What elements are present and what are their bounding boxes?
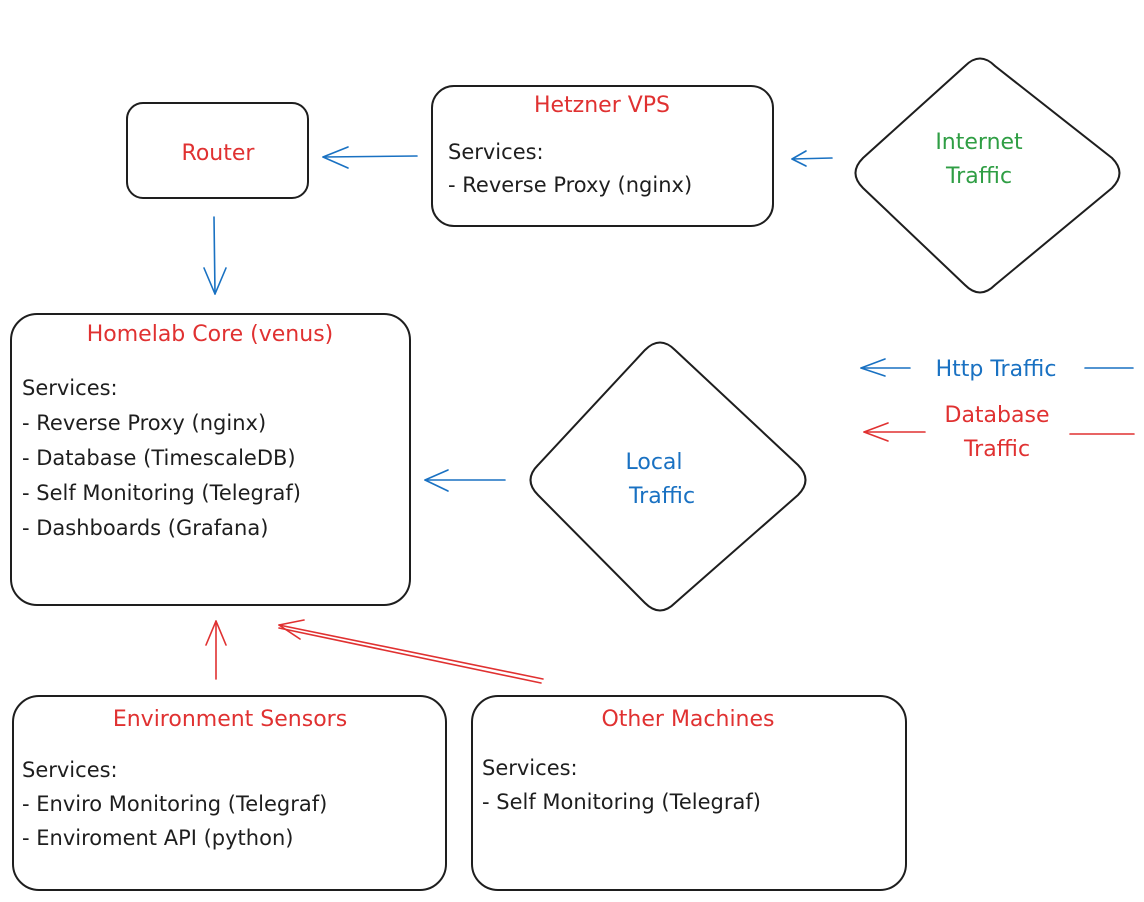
hetzner-box <box>431 85 774 227</box>
homelab-box <box>10 313 411 606</box>
arrow-internet-to-hetzner <box>791 150 833 167</box>
legend-database: Database Traffic <box>863 403 1135 462</box>
arrow-head-icon <box>205 620 227 646</box>
arrow-shaft-double <box>278 627 542 684</box>
env-sensors-line: - Enviro Monitoring (Telegraf) <box>22 792 327 816</box>
local-label-line1: Local <box>625 450 682 475</box>
env-sensors-node[interactable]: Environment Sensors Services: - Enviro M… <box>12 695 447 891</box>
arrow-env-to-homelab <box>205 620 227 680</box>
legend: Http Traffic Database Traffic <box>860 357 1135 462</box>
hetzner-node[interactable]: Hetzner VPS Services: - Reverse Proxy (n… <box>431 85 774 227</box>
env-sensors-box <box>12 695 447 891</box>
arrow-shaft <box>322 155 418 158</box>
homelab-line: Services: <box>22 376 118 400</box>
other-machines-line: - Self Monitoring (Telegraf) <box>482 790 761 814</box>
homelab-node[interactable]: Homelab Core (venus) Services: - Reverse… <box>10 313 411 606</box>
local-label-line2: Traffic <box>628 484 695 509</box>
arrow-head-icon <box>424 469 449 492</box>
hetzner-line: - Reverse Proxy (nginx) <box>448 173 692 197</box>
env-sensors-line: Services: <box>22 758 118 782</box>
arrow-router-to-homelab <box>203 216 227 295</box>
internet-label-line2: Traffic <box>945 164 1012 189</box>
local-diamond <box>529 341 807 612</box>
legend-db-label-line1: Database <box>945 403 1050 428</box>
homelab-line: - Self Monitoring (Telegraf) <box>22 481 301 505</box>
router-title: Router <box>182 141 256 166</box>
arrow-head-icon <box>203 267 227 295</box>
env-sensors-title: Environment Sensors <box>113 707 347 732</box>
internet-label-line1: Internet <box>935 130 1023 155</box>
other-machines-line: Services: <box>482 756 578 780</box>
arrow-shaft <box>278 624 544 680</box>
other-machines-box <box>471 695 907 891</box>
env-sensors-line: - Enviroment API (python) <box>22 826 293 850</box>
homelab-line: - Database (TimescaleDB) <box>22 446 296 470</box>
arrow-head-icon <box>322 146 349 169</box>
internet-diamond <box>854 57 1121 294</box>
hetzner-line: Services: <box>448 140 544 164</box>
hetzner-title: Hetzner VPS <box>534 93 670 118</box>
other-machines-node[interactable]: Other Machines Services: - Self Monitori… <box>471 695 907 891</box>
local-node[interactable]: Local Traffic <box>529 341 807 612</box>
arrow-shaft <box>213 216 216 295</box>
legend-http-label: Http Traffic <box>936 357 1057 382</box>
arrow-shaft <box>791 157 833 160</box>
homelab-title: Homelab Core (venus) <box>87 322 334 347</box>
arrow-hetzner-to-router <box>322 146 418 169</box>
arrow-head-icon <box>863 422 889 442</box>
router-box <box>126 102 309 199</box>
legend-http: Http Traffic <box>860 357 1134 382</box>
homelab-line: - Reverse Proxy (nginx) <box>22 411 266 435</box>
arrow-local-to-homelab <box>424 469 506 492</box>
arrow-head-icon <box>860 358 886 377</box>
arrow-other-to-homelab <box>278 619 544 684</box>
homelab-line: - Dashboards (Grafana) <box>22 516 268 540</box>
other-machines-title: Other Machines <box>601 707 774 732</box>
arrow-head-icon <box>278 619 305 640</box>
router-node[interactable]: Router <box>126 102 309 199</box>
legend-db-label-line2: Traffic <box>963 437 1030 462</box>
arrow-head-icon <box>791 150 807 167</box>
internet-node[interactable]: Internet Traffic <box>854 57 1121 294</box>
